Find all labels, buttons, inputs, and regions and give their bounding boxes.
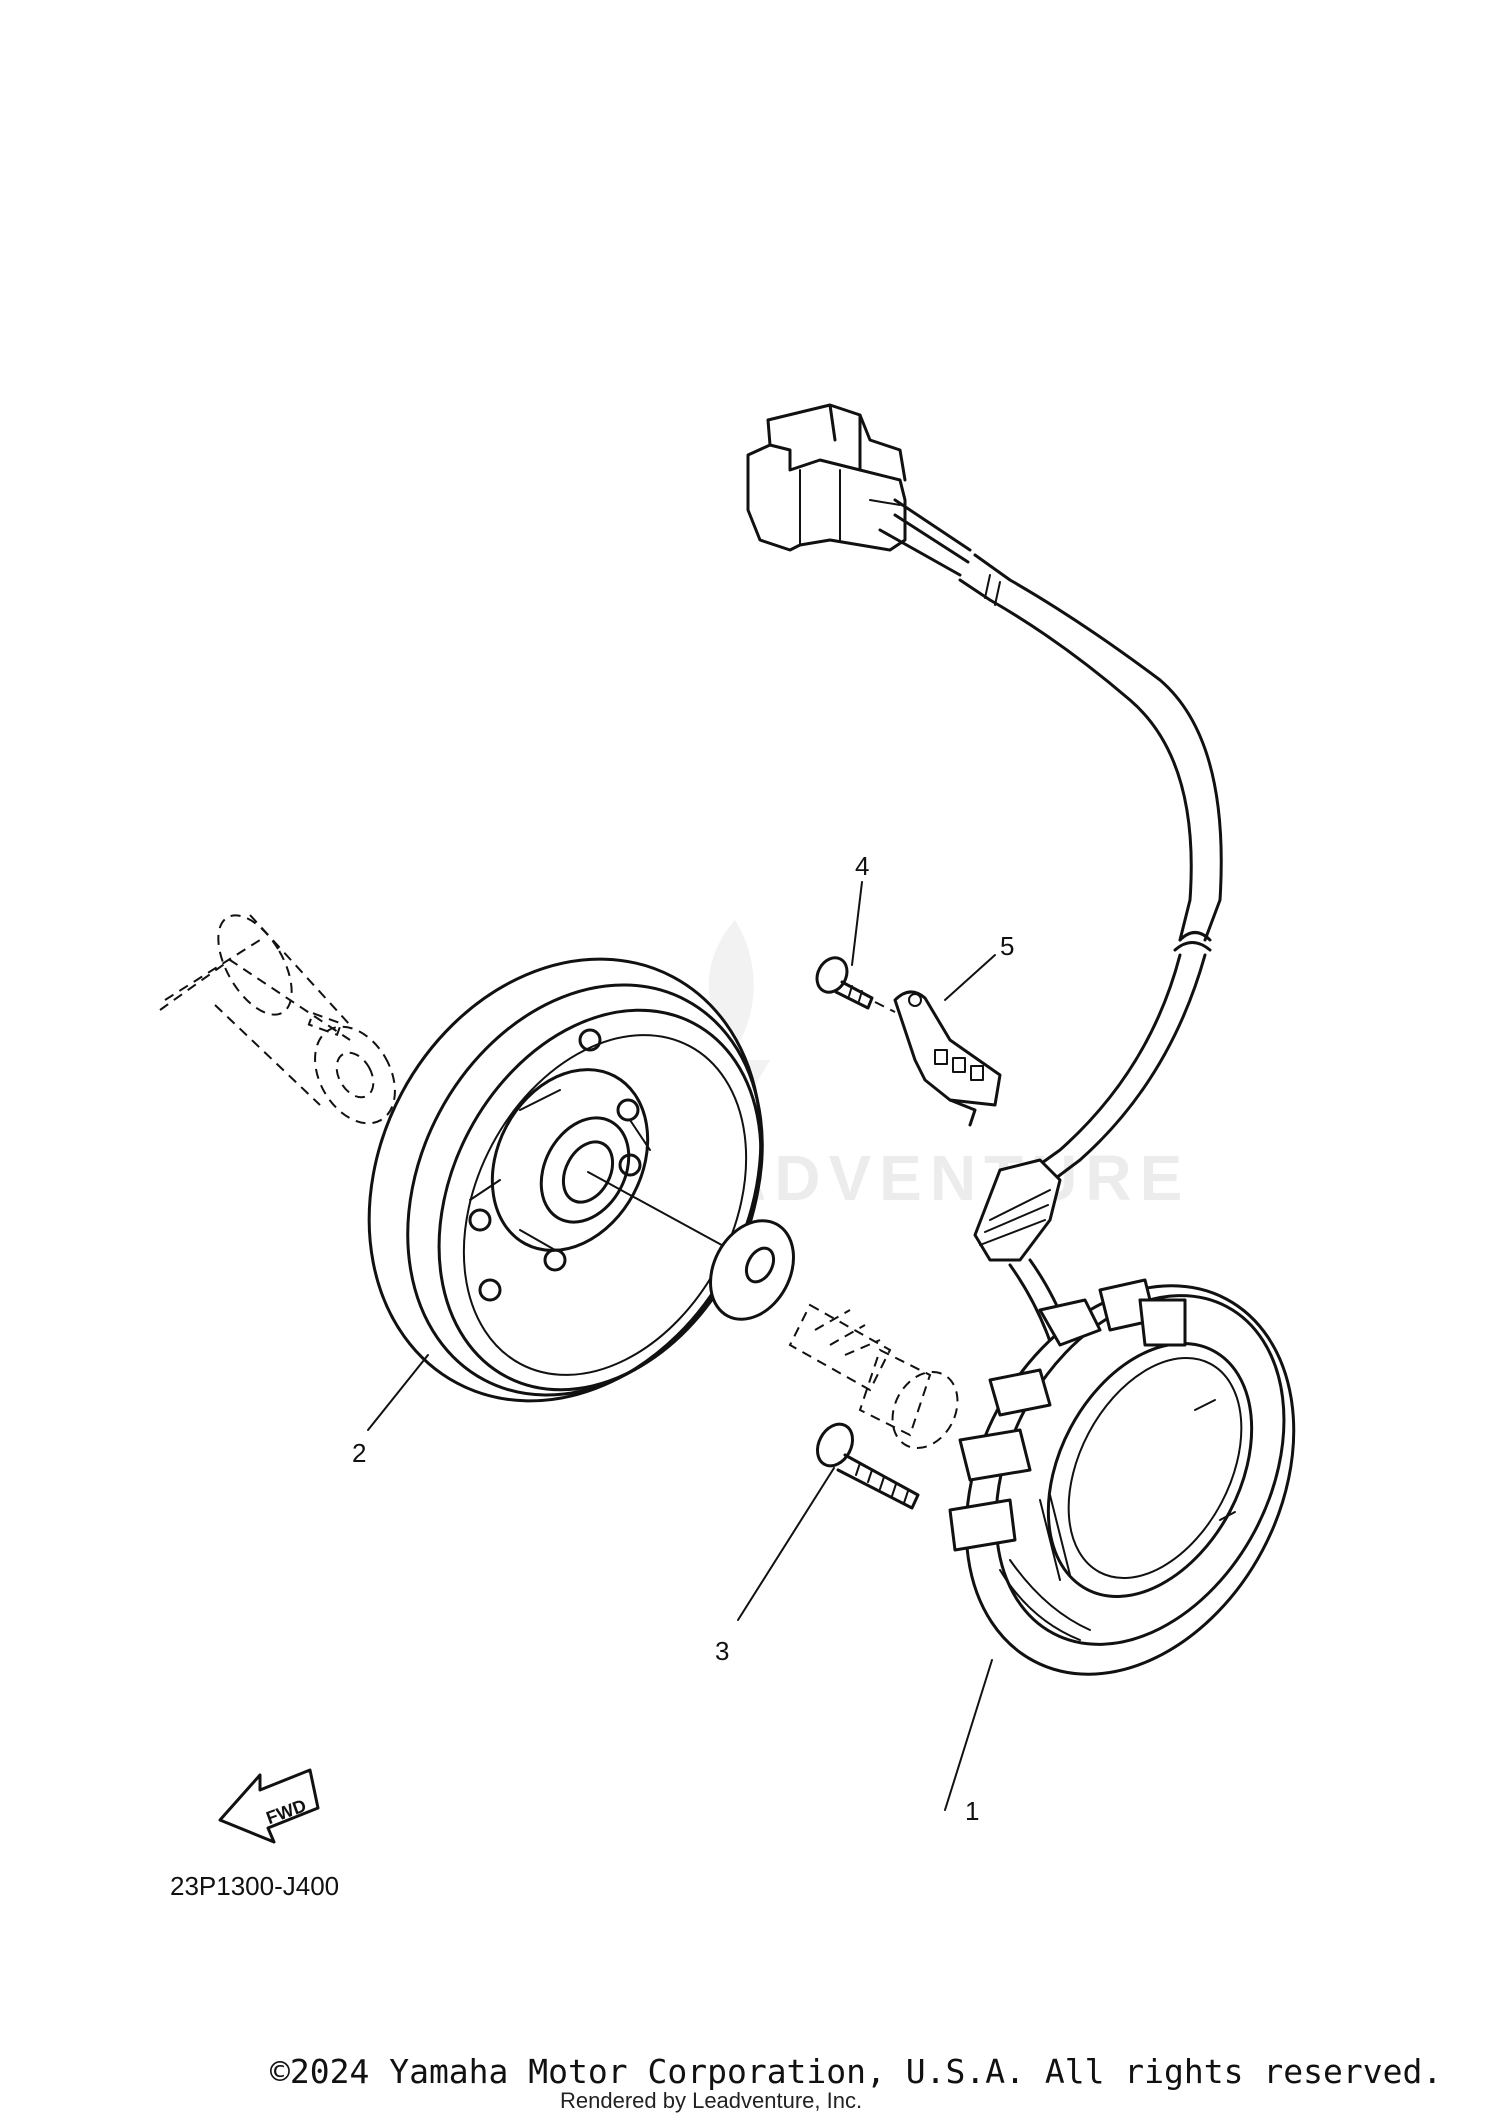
crankshaft-end [159,914,396,1125]
callout-1-leader [944,1659,993,1811]
fwd-arrow-icon: FWD [218,1768,320,1844]
stator-screw [815,1422,920,1510]
callout-4: 4 [855,851,869,881]
watermark-text: ADVENTURE [720,1142,1190,1214]
copyright-notice: ©2024 Yamaha Motor Corporation, U.S.A. A… [270,2052,1443,2091]
callout-3-leader [737,1467,835,1621]
rendered-by-notice: Rendered by Leadventure, Inc. [560,2088,863,2113]
flywheel-bolt [788,1303,959,1450]
stator-assembly [948,1278,1296,1676]
callout-2: 2 [352,1438,366,1468]
lead-clamp [893,990,1002,1127]
callout-2-leader [367,1354,429,1431]
washer [709,1219,795,1321]
callout-4-leader [851,881,863,966]
callout-5: 5 [1000,931,1014,961]
callout-1: 1 [965,1796,979,1826]
flywheel-rotor [367,957,764,1403]
callout-3: 3 [715,1636,729,1666]
assembly-center-line [587,1171,741,1256]
clamp-screw [815,956,896,1013]
callout-5-leader [944,954,996,1001]
diagram-code: 23P1300-J400 [170,1871,339,1901]
